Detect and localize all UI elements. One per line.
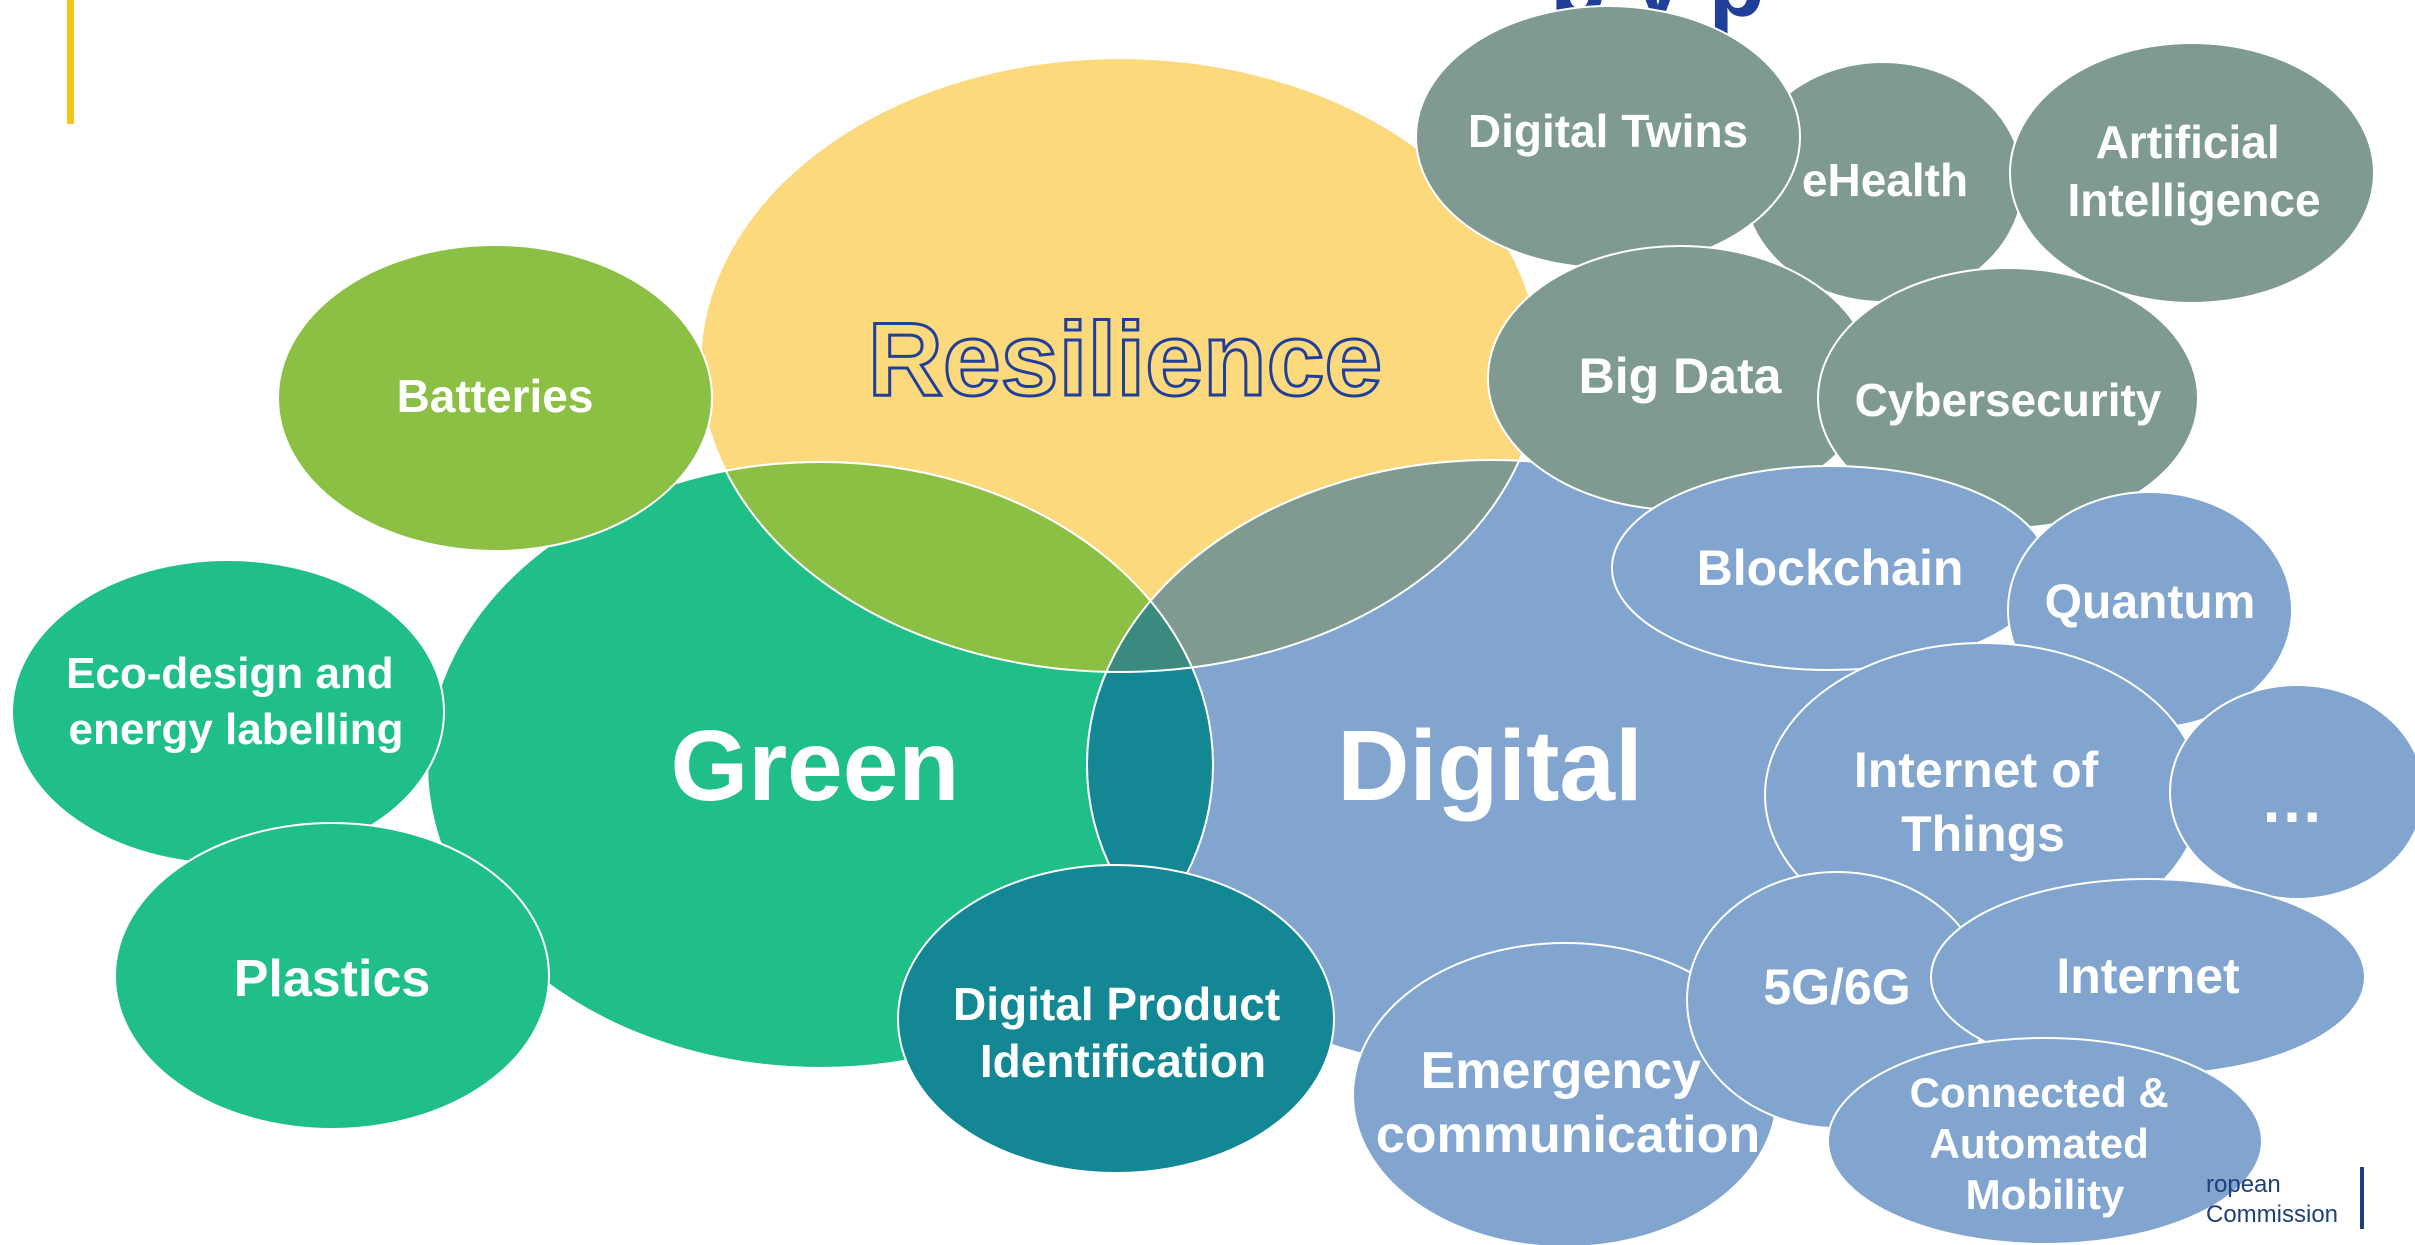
digital-product-id-line2: Identification [980, 1035, 1266, 1087]
ecodesign-line1: Eco-design and [66, 649, 394, 698]
batteries-bubble [277, 244, 713, 552]
cam-line2: Automated [1929, 1120, 2148, 1167]
ecodesign-line2: energy labelling [69, 705, 404, 754]
emergency-line2: communication [1376, 1106, 1760, 1164]
more-bubble [2169, 684, 2415, 900]
green-label: Green [670, 710, 959, 822]
plastics-bubble [114, 822, 550, 1130]
logo-line2: Commission [2206, 1201, 2339, 1228]
iot-label: Internet of Things [1854, 742, 2112, 862]
cam-line1: Connected & [1910, 1069, 2169, 1116]
ehealth-label: eHealth [1802, 154, 1968, 206]
digital-product-id-line1: Digital Product [953, 978, 1280, 1030]
digital-twins-label: Digital Twins [1468, 105, 1748, 157]
ai-line1: Artificial [2096, 116, 2280, 168]
resilience-digital-overlap [1087, 460, 1540, 672]
emergency-line1: Emergency [1421, 1042, 1701, 1100]
digital-product-id-label: Digital Product Identification [953, 978, 1293, 1087]
plastics-label: Plastics [234, 950, 431, 1008]
resilience-label: Resilience [868, 302, 1383, 418]
ai-bubble [2009, 42, 2375, 304]
emergency-label: Emergency communication [1376, 1042, 1760, 1164]
digital-product-id-bubble [897, 864, 1335, 1174]
digital-label: Digital [1337, 710, 1643, 822]
more-label: … [2260, 764, 2324, 836]
internet-label: Internet [2056, 948, 2240, 1004]
ai-line2: Intelligence [2067, 174, 2320, 226]
iot-line1: Internet of [1854, 742, 2099, 798]
logo-line1: ropean [2206, 1171, 2281, 1198]
g56-label: 5G/6G [1763, 959, 1910, 1015]
cam-bubble [1827, 1037, 2263, 1245]
ai-label: Artificial Intelligence [2067, 116, 2320, 226]
batteries-label: Batteries [397, 370, 594, 422]
ecodesign-label: Eco-design and energy labelling [66, 649, 406, 754]
resilience-green-overlap [700, 462, 1213, 672]
quantum-label: Quantum [2045, 576, 2256, 629]
cam-label: Connected & Automated Mobility [1910, 1069, 2181, 1218]
accent-rule [67, 0, 74, 124]
logo-bar [2360, 1167, 2364, 1229]
cybersecurity-label: Cybersecurity [1855, 374, 2162, 426]
cam-line3: Mobility [1966, 1171, 2125, 1218]
iot-line2: Things [1901, 806, 2065, 862]
big-data-label: Big Data [1579, 348, 1783, 404]
european-commission-logo: ropean Commission [2190, 1165, 2390, 1240]
blockchain-label: Blockchain [1697, 540, 1964, 596]
